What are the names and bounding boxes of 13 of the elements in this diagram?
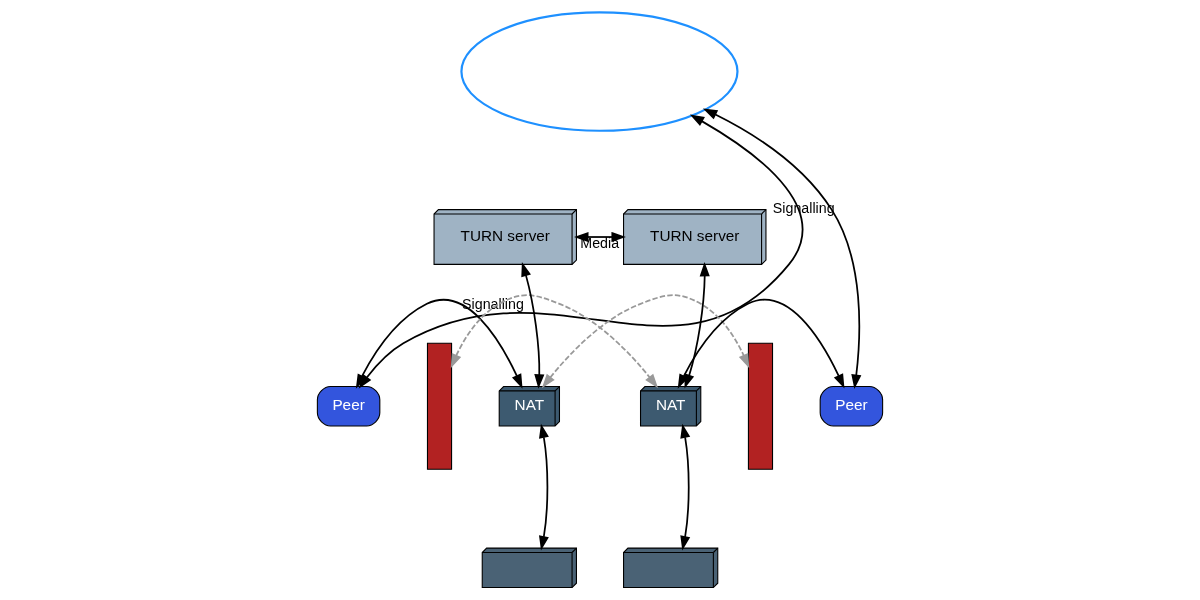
arrow (521, 262, 545, 389)
node-bar (426, 342, 453, 470)
arrow (538, 423, 549, 551)
arrow (574, 231, 626, 243)
node-box: Peer (819, 386, 884, 427)
arrow (450, 294, 659, 389)
arrow (702, 108, 862, 390)
edge-label: Signalling (462, 296, 524, 313)
node-box: Peer (316, 386, 381, 427)
node-bar (747, 342, 774, 470)
arrow (680, 423, 691, 551)
edge-label: Media (580, 235, 620, 252)
node-cloud (460, 11, 739, 132)
